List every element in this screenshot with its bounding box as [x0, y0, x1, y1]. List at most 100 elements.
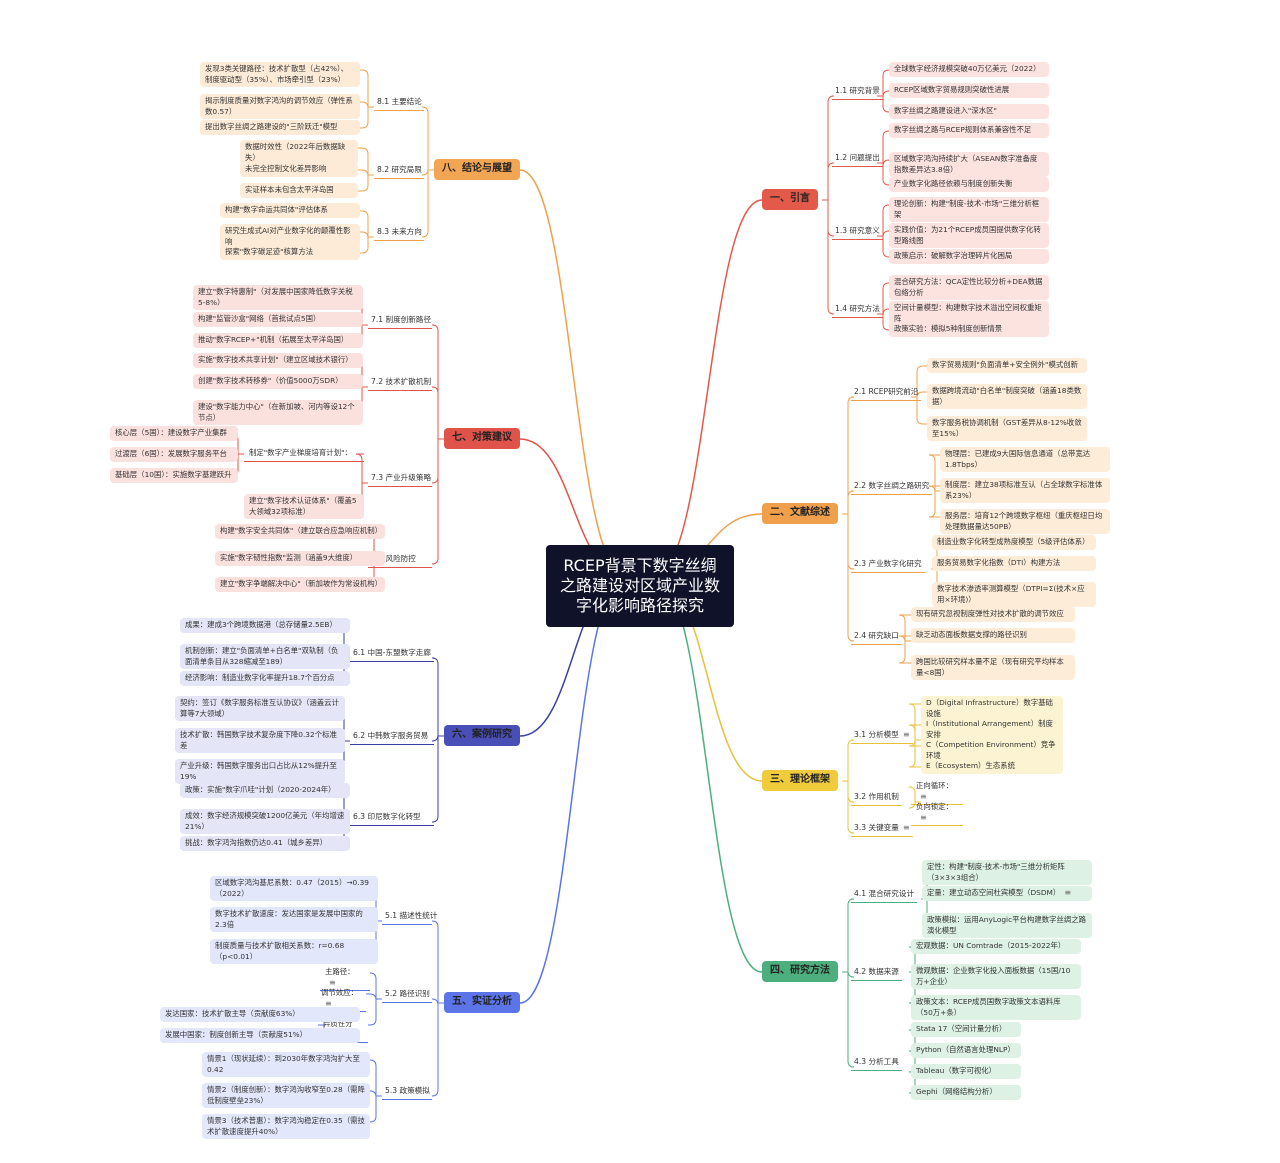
sub-b4-2[interactable]: 4.3 分析工具: [851, 1055, 902, 1071]
sub-b8-2[interactable]: 8.3 未来方向: [374, 225, 424, 241]
leaf-b4-2-3[interactable]: Gephi（网络结构分析）: [911, 1085, 1021, 1100]
sub-b8-0[interactable]: 8.1 主要结论: [374, 95, 424, 111]
leaf-b1-3-2[interactable]: 政策实验：模拟5种制度创新情景: [889, 322, 1049, 337]
sub-b1-1[interactable]: 1.2 问题提出: [832, 151, 883, 167]
leaf-b1-2-0[interactable]: 理论创新：构建"制度-技术-市场"三维分析框架: [889, 197, 1049, 222]
sub-b1-0[interactable]: 1.1 研究背景: [832, 84, 883, 100]
subleaf-b7-2-1[interactable]: 过渡层（6国）：发展数字服务平台: [110, 447, 238, 462]
sub-b4-1[interactable]: 4.2 数据来源: [851, 965, 902, 981]
leaf-b7-1-0[interactable]: 实施"数字技术共享计划"（建立区域技术银行）: [193, 353, 363, 368]
sub-b5-1[interactable]: 5.2 路径识别: [382, 987, 432, 1003]
leaf-b4-0-0[interactable]: 定性：构建"制度-技术-市场"三维分析矩阵（3×3×3组合）: [922, 860, 1092, 885]
leaf-b1-1-1[interactable]: 区域数字鸿沟持续扩大（ASEAN数字准备度指数差异达3.8倍）: [889, 152, 1049, 177]
leaf-b2-0-2[interactable]: 数字服务税协调机制（GST差异从8-12%收敛至15%）: [927, 416, 1087, 441]
sub-b3-1[interactable]: 3.2 作用机制: [851, 790, 902, 806]
sub-b2-1[interactable]: 2.2 数字丝绸之路研究: [851, 479, 933, 495]
sub-b1-3[interactable]: 1.4 研究方法: [832, 302, 883, 318]
leaf-b3-0-3[interactable]: E（Ecosystem）生态系统: [921, 759, 1063, 774]
sub-b6-0[interactable]: 6.1 中国-东盟数字走廊: [350, 646, 434, 662]
leaf-b8-0-2[interactable]: 提出数字丝绸之路建设的"三阶跃迁"模型: [200, 120, 360, 135]
leaf-b4-2-2[interactable]: Tableau（数字可视化）: [911, 1064, 1021, 1079]
leaf-b7-3-0[interactable]: 构建"数字安全共同体"（建立联合应急响应机制）: [215, 524, 385, 539]
branch-b1[interactable]: 一、引言: [762, 189, 818, 210]
leaf-b5-1-0[interactable]: 主路径：≡: [320, 965, 370, 991]
sub-b2-3[interactable]: 2.4 研究缺口: [851, 629, 902, 645]
leaf-b7-1-1[interactable]: 创建"数字技术转移券"（价值5000万SDR）: [193, 374, 363, 389]
leaf-b1-3-0[interactable]: 混合研究方法：QCA定性比较分析+DEA数据包络分析: [889, 275, 1049, 300]
leaf-b6-1-2[interactable]: 产业升级：韩国数字服务出口占比从12%提升至19%: [175, 759, 345, 784]
leaf-b2-1-0[interactable]: 物理层：已建成9大国际信息通道（总带宽达1.8Tbps）: [940, 447, 1110, 472]
sub-b4-0[interactable]: 4.1 混合研究设计: [851, 887, 918, 903]
leaf-b8-1-0[interactable]: 数据时效性（2022年后数据缺失）: [240, 140, 358, 165]
leaf-b3-0-0[interactable]: D（Digital Infrastructure）数字基础设施: [921, 696, 1063, 721]
leaf-b2-1-2[interactable]: 服务层：培育12个跨境数字枢纽（重庆枢纽日均处理数据量达50PB）: [940, 509, 1110, 534]
leaf-b6-0-1[interactable]: 机制创新：建立"负面清单+白名单"双轨制（负面清单条目从328缩减至189）: [180, 644, 350, 669]
leaf-b7-0-0[interactable]: 建立"数字特惠制"（对发展中国家降低数字关税5-8%）: [193, 285, 363, 310]
leaf-b7-1-2[interactable]: 建设"数字能力中心"（在新加坡、河内等设12个节点）: [193, 400, 363, 425]
branch-b3[interactable]: 三、理论框架: [762, 770, 838, 791]
leaf-b5-2-0[interactable]: 情景1（现状延续）：到2030年数字鸿沟扩大至0.42: [202, 1052, 370, 1077]
leaf-b2-0-0[interactable]: 数字贸易规则"负面清单+安全例外"模式创新: [927, 358, 1087, 373]
leaf-b6-2-1[interactable]: 成效：数字经济规模突破1200亿美元（年均增速21%）: [180, 809, 350, 834]
sub-b7-2[interactable]: 7.3 产业升级策略: [368, 471, 432, 487]
leaf-b3-1-1[interactable]: 负向锁定：≡: [911, 800, 963, 826]
leaf-b8-0-1[interactable]: 揭示制度质量对数字鸿沟的调节效应（弹性系数0.57）: [200, 94, 360, 119]
leaf-b4-1-0[interactable]: 宏观数据：UN Comtrade（2015-2022年）: [911, 939, 1081, 954]
leaf-b6-2-2[interactable]: 挑战：数字鸿沟指数仍达0.41（城乡差异）: [180, 836, 350, 851]
sub-b6-1[interactable]: 6.2 中韩数字服务贸易: [350, 729, 434, 745]
leaf-b1-2-1[interactable]: 实践价值：为21个RCEP成员国提供数字化转型路线图: [889, 223, 1049, 248]
sub-b7-1[interactable]: 7.2 技术扩散机制: [368, 375, 432, 391]
branch-b8[interactable]: 八、结论与展望: [434, 159, 520, 180]
leaf-b1-2-2[interactable]: 政策启示：破解数字治理碎片化困局: [889, 249, 1049, 264]
sub-b6-2[interactable]: 6.3 印尼数字化转型: [350, 810, 434, 826]
leaf-b1-1-2[interactable]: 产业数字化路径依赖与制度创新失衡: [889, 177, 1049, 192]
leaf-b3-1-0[interactable]: 正向循环：≡: [911, 779, 963, 805]
leaf-b8-2-0[interactable]: 构建"数字命运共同体"评估体系: [220, 203, 360, 218]
leaf-b2-3-2[interactable]: 跨国比较研究样本量不足（现有研究平均样本量<8国）: [911, 655, 1075, 680]
leaf-b8-2-2[interactable]: 探索"数字碳足迹"核算方法: [220, 245, 360, 260]
leaf-b4-2-1[interactable]: Python（自然语言处理NLP）: [911, 1043, 1021, 1058]
leaf-b2-2-0[interactable]: 制造业数字化转型成熟度模型（5级评估体系）: [932, 535, 1096, 550]
subleaf-b5-1-0[interactable]: 发达国家：技术扩散主导（贡献度63%）: [160, 1007, 360, 1022]
sub-b5-0[interactable]: 5.1 描述性统计: [382, 909, 437, 925]
sub-b7-0[interactable]: 7.1 制度创新路径: [368, 313, 432, 329]
leaf-b2-1-1[interactable]: 制度层：建立38项标准互认（占全球数字标准体系23%）: [940, 478, 1110, 503]
leaf-b4-1-1[interactable]: 微观数据：企业数字化投入面板数据（15国/10万+企业）: [911, 964, 1081, 989]
leaf-b8-0-0[interactable]: 发现3类关键路径：技术扩散型（占42%）、制度驱动型（35%）、市场牵引型（23…: [200, 62, 360, 87]
leaf-b7-3-2[interactable]: 建立"数字争端解决中心"（新加坡作为常设机构）: [215, 577, 385, 592]
leaf-b1-0-1[interactable]: RCEP区域数字贸易规则突破性进展: [889, 83, 1049, 98]
leaf-b2-2-1[interactable]: 服务贸易数字化指数（DTI）构建方法: [932, 556, 1096, 571]
leaf-b4-0-2[interactable]: 政策模拟：运用AnyLogic平台构建数字丝绸之路演化模型: [922, 913, 1092, 938]
leaf-b1-0-0[interactable]: 全球数字经济规模突破40万亿美元（2022）: [889, 62, 1049, 77]
subleaf-b7-2-0[interactable]: 核心层（5国）：建设数字产业集群: [110, 426, 238, 441]
leaf-b6-0-0[interactable]: 成果：建成3个跨境数据港（总存储量2.5EB）: [180, 618, 350, 633]
sub-b2-2[interactable]: 2.3 产业数字化研究: [851, 557, 925, 573]
leaf-b2-0-1[interactable]: 数据跨境流动"白名单"制度突破（涵盖18类数据）: [927, 384, 1087, 409]
leaf-b3-0-1[interactable]: I（Institutional Arrangement）制度安排: [921, 717, 1063, 742]
leaf-b7-0-2[interactable]: 推动"数字RCEP+"机制（拓展至太平洋岛国）: [193, 333, 363, 348]
leaf-b6-0-2[interactable]: 经济影响：制造业数字化率提升18.7个百分点: [180, 671, 350, 686]
leaf-b3-0-2[interactable]: C（Competition Environment）竞争环境: [921, 738, 1063, 763]
leaf-b2-3-0[interactable]: 现有研究忽视制度弹性对技术扩散的调节效应: [911, 607, 1075, 622]
branch-b7[interactable]: 七、对策建议: [444, 428, 520, 449]
leaf-b5-0-2[interactable]: 制度质量与技术扩散相关系数：r=0.68（p<0.01）: [210, 939, 378, 964]
branch-b4[interactable]: 四、研究方法: [762, 961, 838, 982]
branch-b6[interactable]: 六、案例研究: [444, 725, 520, 746]
sub-b3-0[interactable]: 3.1 分析模型≡: [851, 728, 913, 744]
leaf-b7-2-1[interactable]: 建立"数字技术认证体系"（覆盖5大领域32项标准）: [244, 494, 364, 519]
leaf-b5-2-2[interactable]: 情景3（技术普惠）：数字鸿沟稳定在0.35（需技术扩散速度提升40%）: [202, 1114, 370, 1139]
leaf-b1-1-0[interactable]: 数字丝绸之路与RCEP规则体系兼容性不足: [889, 123, 1049, 138]
leaf-b4-1-2[interactable]: 政策文本：RCEP成员国数字政策文本语料库（50万+条）: [911, 995, 1081, 1020]
leaf-b4-2-0[interactable]: Stata 17（空间计量分析）: [911, 1022, 1021, 1037]
leaf-b5-2-1[interactable]: 情景2（制度创新）：数字鸿沟收窄至0.28（需降低制度壁垒23%）: [202, 1083, 370, 1108]
leaf-b7-0-1[interactable]: 构建"监管沙盒"网络（首批试点5国）: [193, 312, 363, 327]
leaf-b5-0-0[interactable]: 区域数字鸿沟基尼系数：0.47（2015）→0.39（2022）: [210, 876, 378, 901]
leaf-b8-1-1[interactable]: 未完全控制文化差异影响: [240, 162, 358, 177]
leaf-b6-1-1[interactable]: 技术扩散：韩国数字技术复杂度下降0.32个标准差: [175, 728, 345, 753]
leaf-b1-3-1[interactable]: 空间计量模型：构建数字技术溢出空间权重矩阵: [889, 301, 1049, 326]
branch-b2[interactable]: 二、文献综述: [762, 503, 838, 524]
subleaf-b7-2-2[interactable]: 基础层（10国）：实施数字基建跃升: [110, 468, 238, 483]
leaf-b2-2-2[interactable]: 数字技术渗透率测算模型（DTPI=Σ(技术×应用×环境)）: [932, 582, 1096, 607]
sub-b8-1[interactable]: 8.2 研究局限: [374, 163, 424, 179]
leaf-b8-1-2[interactable]: 实证样本未包含太平洋岛国: [240, 183, 358, 198]
